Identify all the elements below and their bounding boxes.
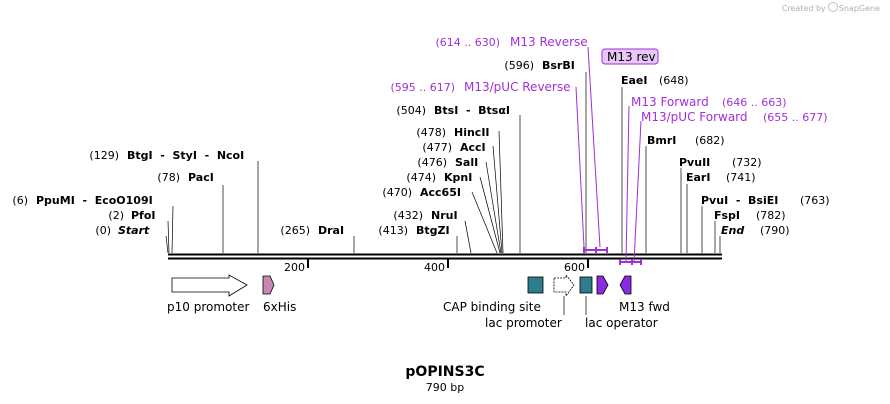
site-name-drai: DraI xyxy=(318,224,344,237)
feature-label-p10-promoter: p10 promoter xyxy=(167,300,249,314)
site-pos-start: (0) xyxy=(95,224,111,237)
lac-operator-box-icon xyxy=(579,276,593,294)
snapgene-logo-icon xyxy=(827,2,838,12)
plasmid-length: 790 bp xyxy=(425,381,465,394)
primer-bound-label: M13 rev xyxy=(601,48,659,65)
site-pos-fspi: (782) xyxy=(756,209,786,222)
primer-range-m13-forward: (646 .. 663) xyxy=(722,96,787,109)
ruler: 200 400 600 xyxy=(284,259,589,274)
site-name-btsi: BtsI - BtsαI xyxy=(434,104,510,117)
site-pos-btsi: (504) xyxy=(396,104,426,117)
leader-hincii xyxy=(498,130,504,254)
primer-name-m13-reverse: M13 Reverse xyxy=(510,35,588,49)
site-name-start: Start xyxy=(118,224,150,237)
primer-leader-m13puc-forward xyxy=(633,120,642,263)
site-leaders xyxy=(165,72,721,254)
site-pos-eari: (741) xyxy=(726,171,756,184)
site-pos-nrui: (432) xyxy=(393,209,423,222)
site-pos-pfoi: (2) xyxy=(108,209,124,222)
site-name-paci: PacI xyxy=(188,171,214,184)
site-pos-acci: (477) xyxy=(422,141,452,154)
m13-fwd-arrow-icon xyxy=(619,275,632,295)
backbone xyxy=(168,253,722,260)
site-name-ppumi: PpuMI - EcoO109I xyxy=(36,194,153,207)
leader-sali xyxy=(485,161,502,254)
site-name-eaei: EaeI xyxy=(621,74,648,87)
primer-leader-m13puc-reverse xyxy=(575,86,585,248)
ruler-label-200: 200 xyxy=(284,261,305,274)
site-pos-drai: (265) xyxy=(280,224,310,237)
snapgene-credit: Created by SnapGene xyxy=(782,2,880,13)
primer-marks xyxy=(575,46,642,265)
leader-acci xyxy=(492,145,503,254)
primer-name-m13puc-reverse: M13/pUC Reverse xyxy=(464,80,571,94)
site-pos-bsrbi: (596) xyxy=(504,59,534,72)
site-pos-acc65i: (470) xyxy=(382,186,412,199)
leader-kpni xyxy=(479,176,501,254)
his-tag-icon xyxy=(262,275,275,295)
site-name-acc65i: Acc65I xyxy=(420,186,461,199)
site-name-pvuii: PvuII xyxy=(679,156,710,169)
primer-leader-m13-forward xyxy=(625,105,630,263)
site-pos-sali: (476) xyxy=(417,156,447,169)
site-pos-pvuii: (732) xyxy=(732,156,762,169)
site-pos-eaei: (648) xyxy=(659,74,689,87)
feature-label-lac-promoter: lac promoter xyxy=(485,316,562,330)
site-pos-pvui: (763) xyxy=(800,194,830,207)
primer-range-m13-reverse: (614 .. 630) xyxy=(435,36,500,49)
site-name-eari: EarI xyxy=(686,171,710,184)
m13-rev-arrow-icon xyxy=(596,275,609,295)
site-name-sali: SalI xyxy=(455,156,478,169)
leader-pfoi xyxy=(167,220,170,254)
primer-bind-fwd xyxy=(619,259,642,265)
site-name-btgzi: BtgZI xyxy=(416,224,450,237)
feature-label-cap-site: CAP binding site xyxy=(443,300,541,314)
site-name-acci: AccI xyxy=(460,141,486,154)
site-pos-paci: (78) xyxy=(157,171,180,184)
ruler-label-400: 400 xyxy=(424,261,445,274)
features: p10 promoter 6xHis CAP binding site lac … xyxy=(167,273,670,330)
site-name-hincii: HincII xyxy=(454,126,490,139)
feature-label-lac-operator: lac operator xyxy=(585,316,658,330)
feature-label-m13-fwd: M13 fwd xyxy=(619,300,670,314)
site-pos-bmri: (682) xyxy=(695,134,725,147)
site-name-pfoi: PfoI xyxy=(131,209,156,222)
site-pos-btgi: (129) xyxy=(89,149,119,162)
lac-promoter-arrow-icon xyxy=(553,273,575,298)
primer-labels: (614 .. 630) M13 Reverse (595 .. 617) M1… xyxy=(390,35,827,124)
primer-range-m13puc-reverse: (595 .. 617) xyxy=(390,81,455,94)
leader-start xyxy=(165,235,169,254)
site-name-pvui: PvuI - BsiEI xyxy=(701,194,778,207)
ruler-label-600: 600 xyxy=(564,261,585,274)
site-name-fspi: FspI xyxy=(714,209,740,222)
site-pos-ppumi: (6) xyxy=(12,194,28,207)
site-pos-kpni: (474) xyxy=(406,171,436,184)
feature-label-6xhis: 6xHis xyxy=(263,300,296,314)
site-name-end: End xyxy=(721,224,744,237)
leader-ppumi xyxy=(171,205,174,254)
leader-acc65i xyxy=(471,191,498,254)
primer-name-m13puc-forward: M13/pUC Forward xyxy=(641,110,748,124)
plasmid-name: pOPINS3C xyxy=(405,364,485,380)
credit-prefix: Created by xyxy=(781,4,826,13)
site-name-bsrbi: BsrBI xyxy=(542,59,575,72)
cap-site-box-icon xyxy=(527,276,544,294)
site-labels: (0) Start (2) PfoI (6) PpuMI - EcoO109I … xyxy=(12,59,829,237)
primer-bound-label-text: M13 rev xyxy=(607,50,656,64)
site-pos-hincii: (478) xyxy=(416,126,446,139)
site-pos-btgzi: (413) xyxy=(378,224,408,237)
primer-range-m13puc-forward: (655 .. 677) xyxy=(763,111,828,124)
primer-leader-m13-reverse xyxy=(587,46,601,248)
credit-brand: SnapGene xyxy=(838,4,880,13)
site-name-bmri: BmrI xyxy=(647,134,676,147)
site-name-nrui: NruI xyxy=(431,209,458,222)
leader-nrui xyxy=(464,220,472,254)
primer-name-m13-forward: M13 Forward xyxy=(631,95,709,109)
p10-promoter-arrow-icon xyxy=(171,274,248,297)
site-name-btgi: BtgI - StyI - NcoI xyxy=(127,149,244,162)
site-pos-end: (790) xyxy=(760,224,790,237)
site-name-kpni: KpnI xyxy=(444,171,472,184)
